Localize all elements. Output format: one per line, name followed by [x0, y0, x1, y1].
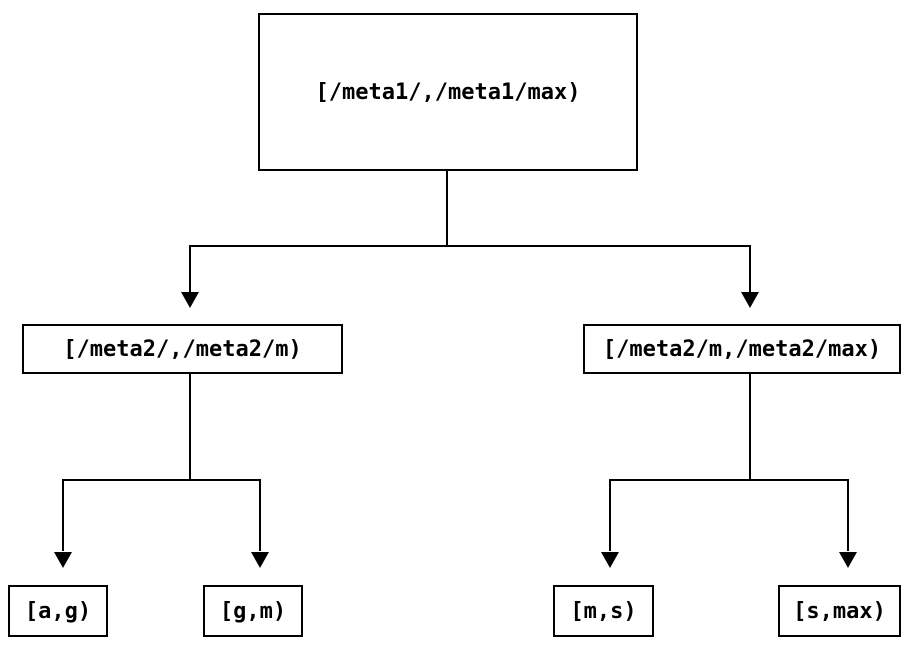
tree-node-right: [/meta2/m,/meta2/max): [583, 324, 901, 374]
edge-right-to-leaf-smax-drop: [847, 481, 849, 551]
tree-node-leaf-gm-label: [g,m): [219, 598, 287, 624]
edge-root-to-left-drop: [189, 247, 191, 292]
edge-right-to-leaf-ms-drop: [609, 481, 611, 551]
arrowhead-down-icon: [839, 552, 857, 568]
tree-node-leaf-gm: [g,m): [203, 585, 303, 637]
tree-node-leaf-ag: [a,g): [8, 585, 108, 637]
arrowhead-down-icon: [181, 292, 199, 308]
edge-root-crossbar: [189, 245, 751, 247]
arrowhead-down-icon: [601, 552, 619, 568]
tree-node-leaf-smax: [s,max): [778, 585, 901, 637]
tree-node-left: [/meta2/,/meta2/m): [22, 324, 343, 374]
edge-left-to-leaf-ag-drop: [62, 481, 64, 551]
tree-node-root-label: [/meta1/,/meta1/max): [315, 79, 581, 105]
edge-right-crossbar: [609, 479, 849, 481]
edge-left-stem: [189, 374, 191, 480]
arrowhead-down-icon: [54, 552, 72, 568]
arrowhead-down-icon: [251, 552, 269, 568]
tree-node-leaf-ms-label: [m,s): [570, 598, 637, 624]
arrowhead-down-icon: [741, 292, 759, 308]
tree-node-leaf-ag-label: [a,g): [24, 598, 92, 624]
edge-left-crossbar: [62, 479, 261, 481]
edge-right-stem: [749, 374, 751, 480]
tree-node-leaf-smax-label: [s,max): [793, 598, 886, 624]
tree-node-root: [/meta1/,/meta1/max): [258, 13, 638, 171]
edge-left-to-leaf-gm-drop: [259, 481, 261, 551]
edge-root-to-right-drop: [749, 247, 751, 292]
tree-node-leaf-ms: [m,s): [553, 585, 654, 637]
tree-node-right-label: [/meta2/m,/meta2/max): [602, 336, 882, 362]
tree-node-left-label: [/meta2/,/meta2/m): [63, 336, 302, 362]
edge-root-stem: [446, 171, 448, 246]
